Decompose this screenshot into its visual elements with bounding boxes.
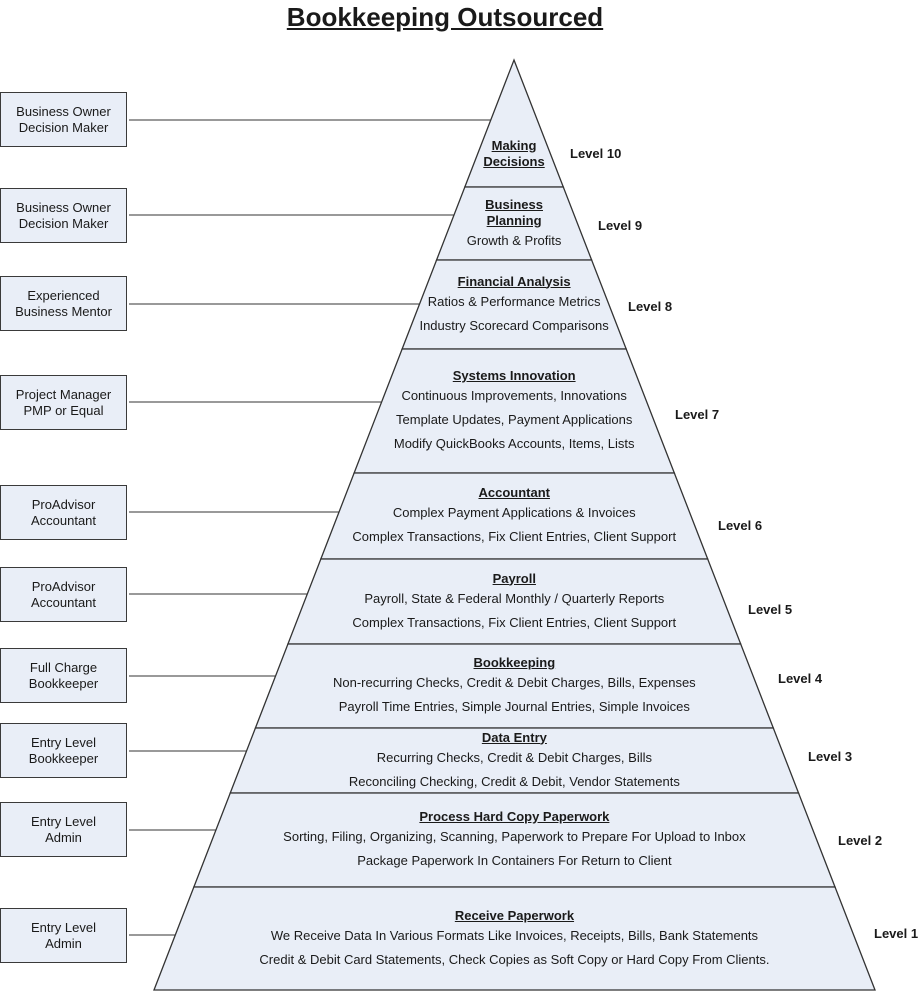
level-label: Level 2 (838, 833, 883, 848)
role-text: Experienced (27, 287, 100, 303)
role-text: Full Charge (29, 659, 98, 675)
role-text: ProAdvisor (31, 578, 96, 594)
pyramid-tier: Making Decisions (483, 120, 544, 187)
role-text: Entry Level (30, 919, 97, 935)
role-text: Bookkeeper (28, 675, 99, 691)
diagram-title: Bookkeeping Outsourced (286, 2, 604, 32)
tier-title: Receive Paperwork (454, 907, 575, 923)
level-label: Level 10 (570, 146, 622, 161)
tier-title: Business Planning (485, 196, 543, 228)
tier-description: Package Paperwork In Containers For Retu… (357, 853, 672, 868)
role-text: Entry Level (30, 813, 97, 829)
tier-description: Growth & Profits (466, 232, 562, 248)
tier-title: Making Decisions (483, 137, 545, 169)
role-text: Accountant (30, 512, 97, 528)
level-label: Level 9 (598, 218, 643, 233)
tier-description: Non-recurring Checks, Credit & Debit Cha… (332, 675, 696, 690)
role-text: Project Manager (15, 386, 112, 402)
tier-description: Template Updates, Payment Applications (396, 412, 633, 427)
role-text: ProAdvisor (31, 496, 96, 512)
role-text: PMP or Equal (23, 402, 104, 418)
level-label: Level 6 (718, 518, 763, 533)
role-text: Business Owner (16, 199, 111, 215)
role-text: Decision Maker (18, 119, 109, 135)
tier-title: Payroll (492, 570, 536, 586)
tier-description: Industry Scorecard Comparisons (419, 317, 609, 333)
tier-description: Sorting, Filing, Organizing, Scanning, P… (283, 829, 746, 844)
role-text: Business Mentor (15, 303, 112, 319)
tier-title: Systems Innovation (452, 368, 576, 383)
tier-description: Payroll Time Entries, Simple Journal Ent… (338, 699, 690, 714)
level-label: Level 4 (778, 671, 823, 686)
role-text: Business Owner (16, 103, 111, 119)
level-label: Level 7 (675, 407, 720, 422)
role-text: Decision Maker (18, 215, 109, 231)
level-label: Level 3 (808, 749, 853, 764)
tier-description: Modify QuickBooks Accounts, Items, Lists (393, 436, 635, 451)
tier-description: Complex Transactions, Fix Client Entries… (352, 614, 677, 630)
tier-title: Process Hard Copy Paperwork (419, 809, 610, 824)
role-text: Admin (45, 935, 82, 951)
role-text: Entry Level (30, 734, 97, 750)
role-text: Admin (45, 829, 82, 845)
tier-description: Reconciling Checking, Credit & Debit, Ve… (348, 773, 680, 789)
tier-description: Ratios & Performance Metrics (427, 293, 601, 309)
tier-title: Financial Analysis (457, 273, 571, 289)
pyramid-tier: Receive Paperwork We Receive Data In Vari… (182, 891, 847, 988)
tier-description: We Receive Data In Various Formats Like … (270, 927, 759, 943)
tier-title: Accountant (478, 485, 550, 500)
level-label: Level 8 (628, 299, 673, 314)
role-text: Bookkeeper (28, 750, 99, 766)
tier-description: Continuous Improvements, Innovations (401, 388, 627, 403)
tier-title: Bookkeeping (473, 655, 556, 670)
tier-description: Complex Transactions, Fix Client Entries… (352, 529, 677, 544)
role-text: Accountant (30, 594, 97, 610)
tier-description: Credit & Debit Card Statements, Check Co… (259, 951, 770, 967)
tier-description: Recurring Checks, Credit & Debit Charges… (376, 749, 652, 765)
tier-title: Data Entry (481, 729, 547, 745)
tier-description: Complex Payment Applications & Invoices (392, 505, 636, 520)
tier-description: Payroll, State & Federal Monthly / Quart… (364, 590, 665, 606)
level-label: Level 5 (748, 602, 793, 617)
level-label: Level 1 (874, 926, 919, 941)
pyramid-tier-shape (153, 886, 876, 991)
